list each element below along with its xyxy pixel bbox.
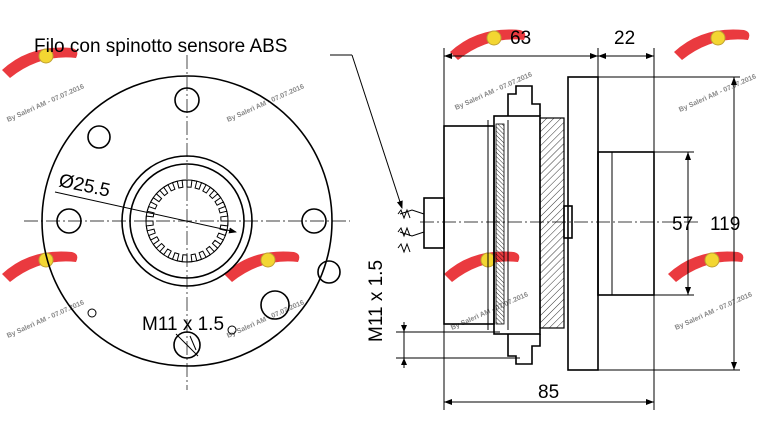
- watermark-text: By Salerì AM - 07.07.2016: [678, 73, 757, 114]
- bolt-hole: [301, 208, 327, 234]
- pilot-spigot: [597, 151, 655, 296]
- watermark-logo: [2, 251, 78, 282]
- bolt-hole: [260, 290, 290, 320]
- spline-tooth-profile: [145, 179, 229, 263]
- bolt-hole: [87, 125, 111, 149]
- thread-side-label: M11 x 1.5: [366, 260, 387, 342]
- bolt-hole: [56, 208, 82, 234]
- watermark-text: By Salerì AM - 07.07.2016: [450, 291, 529, 332]
- watermark-logo: [450, 29, 526, 60]
- watermark-logo: [668, 251, 744, 282]
- front-view: [24, 55, 350, 390]
- dimension-119-label: 119: [710, 214, 740, 235]
- flange-outline: [41, 75, 333, 367]
- bolt-hole: [174, 87, 200, 113]
- threaded-hole: [173, 331, 201, 359]
- watermark-text: By Salerì AM - 07.07.2016: [6, 299, 85, 340]
- bolt-hole: [317, 260, 341, 284]
- spline-teeth: [145, 179, 229, 263]
- watermark-logos: [2, 29, 750, 282]
- dimension-63-label: 63: [510, 28, 531, 49]
- watermark-logo: [2, 47, 78, 78]
- abs-sensor-connector: [423, 197, 445, 249]
- dimension-22-label: 22: [614, 28, 635, 49]
- spline-diameter-label: Ø25.5: [57, 170, 112, 201]
- watermark-text: By Salerì AM - 07.07.2016: [674, 291, 753, 332]
- bearing-section: [539, 117, 565, 329]
- dimension-85-label: 85: [538, 382, 559, 403]
- thread-front-label: M11 x 1.5: [142, 314, 224, 335]
- hub-inner-ring: [129, 163, 245, 279]
- watermark-text: By Salerì AM - 07.07.2016: [226, 83, 305, 124]
- watermark-logo: [224, 251, 300, 282]
- watermark-logo: [674, 29, 750, 60]
- housing-body: [443, 125, 495, 325]
- dimension-57-label: 57: [672, 214, 693, 235]
- abs-sensor-note: Filo con spinotto sensore ABS: [34, 36, 287, 57]
- side-view: [396, 48, 740, 410]
- watermark-text: By Salerì AM - 07.07.2016: [6, 83, 85, 124]
- abs-note-leader: [351, 54, 403, 209]
- watermark-text: By Salerì AM - 07.07.2016: [454, 71, 533, 112]
- hub-outer-ring: [121, 155, 253, 287]
- small-hole: [87, 308, 97, 318]
- small-hole: [227, 325, 237, 335]
